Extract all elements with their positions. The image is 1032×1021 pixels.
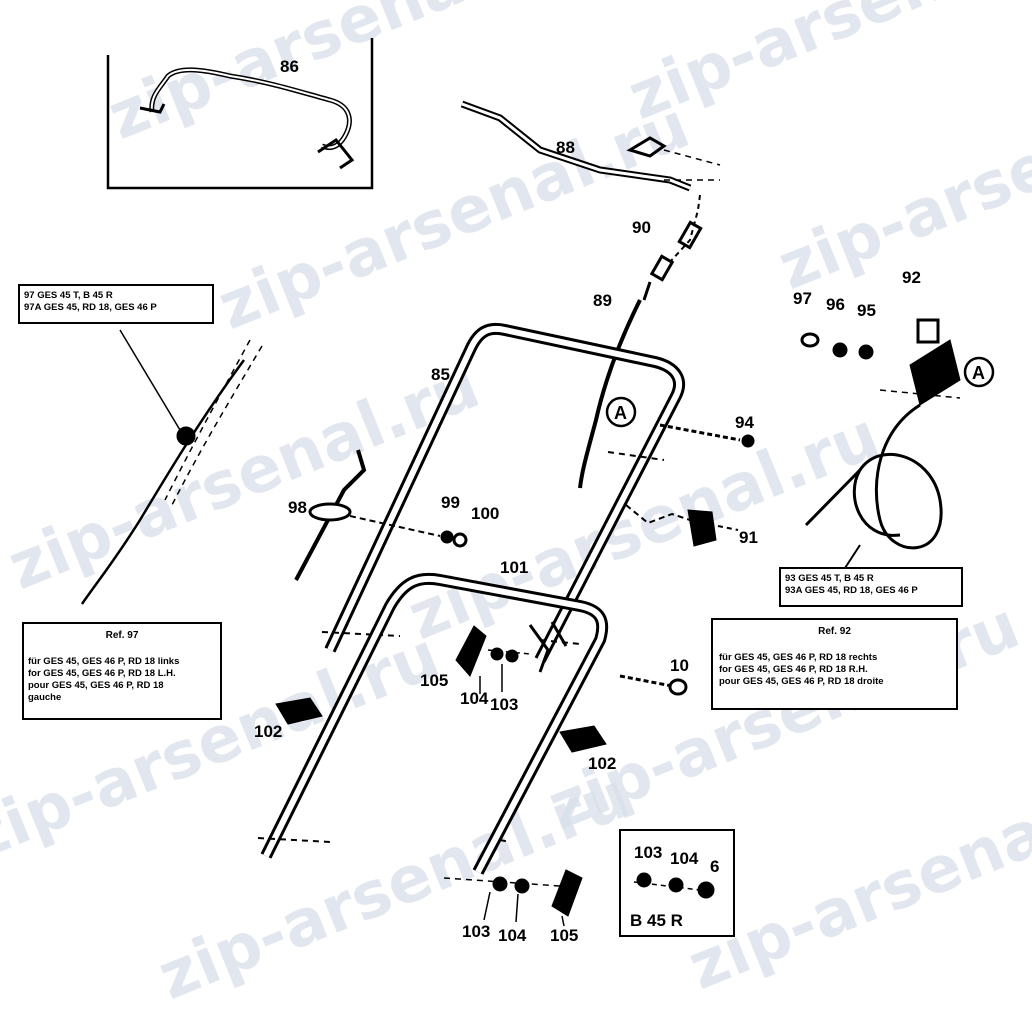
box-93-line2: 93A GES 45, RD 18, GES 46 P (785, 585, 918, 596)
ref-92-line1: für GES 45, GES 46 P, RD 18 rechts (719, 652, 878, 663)
part-101-lower-handle (257, 572, 609, 875)
detail-cable-clamp (80, 329, 263, 605)
part-number-105-upper: 105 (420, 671, 448, 690)
part-number-94: 94 (735, 413, 754, 432)
part-number-99: 99 (441, 493, 460, 512)
part-number-104-lower: 104 (498, 926, 527, 945)
part-number-102-right: 102 (588, 754, 616, 773)
part-number-89: 89 (593, 291, 612, 310)
part-number-100: 100 (471, 504, 499, 523)
part-number-102-left: 102 (254, 722, 282, 741)
part-cable-ends (578, 194, 703, 489)
inset-number-104: 104 (670, 849, 699, 868)
inset-number-6: 6 (710, 857, 719, 876)
part-number-92: 92 (902, 268, 921, 287)
part-number-98: 98 (288, 498, 307, 517)
ref-97-title: Ref. 97 (105, 630, 139, 641)
part-number-86: 86 (280, 57, 299, 76)
ref-97-line1: für GES 45, GES 46 P, RD 18 links (28, 656, 180, 667)
ref-97-line2: for GES 45, GES 46 P, RD 18 L.H. (28, 668, 176, 679)
watermark: zip-arsenal.ru (768, 49, 1032, 305)
part-88-bail (460, 100, 721, 192)
inset-model-label: B 45 R (630, 911, 683, 930)
box-ref-92: Ref. 92 für GES 45, GES 46 P, RD 18 rech… (711, 618, 958, 710)
ref-92-line3: pour GES 45, GES 46 P, RD 18 droite (719, 676, 884, 687)
part-number-90: 90 (632, 218, 651, 237)
box-93-line1: 93 GES 45 T, B 45 R (785, 573, 874, 584)
part-94-bolt (659, 423, 755, 448)
part-98-guide (294, 449, 468, 581)
inset-number-103: 103 (634, 843, 662, 862)
leader-line-93 (844, 544, 861, 569)
callout-letter-a: A (614, 403, 627, 423)
inset-b45r (619, 829, 735, 937)
box-ref-97: Ref. 97 für GES 45, GES 46 P, RD 18 link… (22, 622, 222, 720)
watermark: zip-arsenal.ru (208, 89, 699, 345)
part-number-96: 96 (826, 295, 845, 314)
part-number-105-lower: 105 (550, 926, 578, 945)
part-92-control (800, 318, 995, 550)
ref-97-line4: gauche (28, 692, 62, 703)
part-number-88: 88 (556, 138, 575, 157)
box-93-models: 93 GES 45 T, B 45 R 93A GES 45, RD 18, G… (779, 567, 963, 607)
part-knob-group-lower (443, 869, 583, 927)
ref-92-line2: for GES 45, GES 46 P, RD 18 R.H. (719, 664, 868, 675)
part-knob-group-upper (455, 625, 531, 694)
ref-92-title: Ref. 92 (818, 626, 851, 637)
part-91-clip (625, 504, 739, 547)
callout-letter-a-right: A (972, 363, 985, 383)
watermark: zip-arsenal.ru (398, 399, 889, 655)
box-97-line2: 97A GES 45, RD 18, GES 46 P (24, 302, 157, 313)
part-number-91: 91 (739, 528, 758, 547)
part-number-85: 85 (431, 365, 450, 384)
part-number-103-lower: 103 (462, 922, 490, 941)
part-number-95: 95 (857, 301, 876, 320)
inset-part-86 (106, 38, 374, 190)
box-97-models: 97 GES 45 T, B 45 R 97A GES 45, RD 18, G… (18, 284, 214, 324)
part-85-upper-handle (321, 322, 686, 663)
part-10-bolt (619, 674, 688, 696)
part-number-10: 10 (670, 656, 689, 675)
part-number-104-upper: 104 (460, 689, 489, 708)
part-number-97: 97 (793, 289, 812, 308)
part-number-103-upper: 103 (490, 695, 518, 714)
box-97-line1: 97 GES 45 T, B 45 R (24, 290, 113, 301)
callout-circle-a (605, 396, 637, 428)
part-102-clips (275, 697, 607, 753)
ref-97-line3: pour GES 45, GES 46 P, RD 18 (28, 680, 164, 691)
part-number-101: 101 (500, 558, 528, 577)
